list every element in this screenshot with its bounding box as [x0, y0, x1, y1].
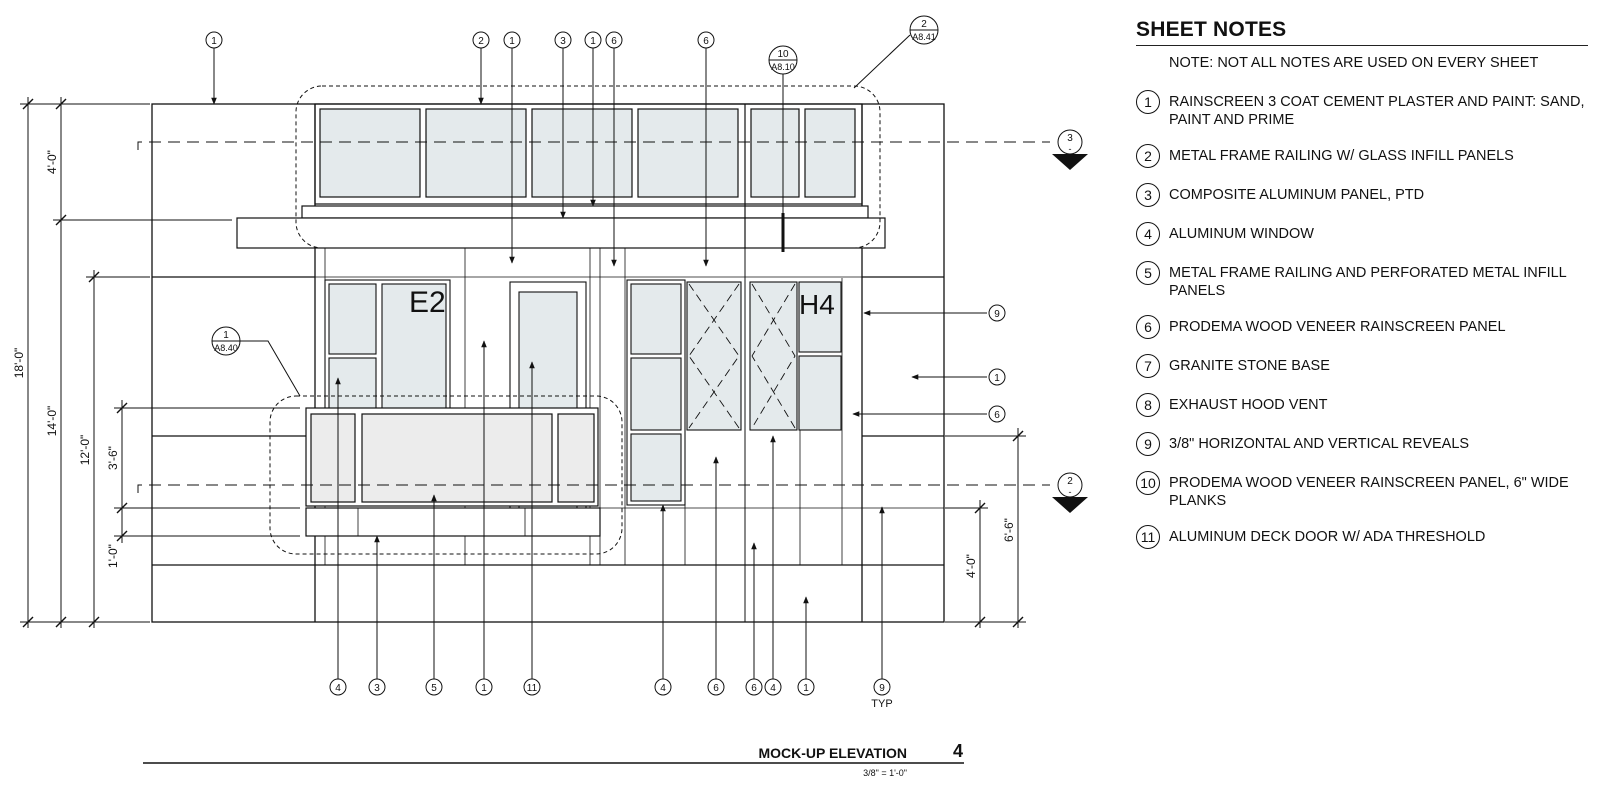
callout-bottom-7: 6: [713, 683, 719, 694]
callout-leaders: [211, 48, 987, 679]
type-label-e2: E2: [409, 286, 446, 319]
dimension-lines: [20, 97, 1026, 628]
callout-bottom-9: 4: [770, 683, 776, 694]
callout-right-1: 1: [994, 373, 1000, 384]
typ-label: TYP: [871, 698, 892, 710]
dim-1ft: 1'-0": [106, 544, 120, 568]
callout-bottom-10: 1: [803, 683, 809, 694]
note-item: 9 3/8" HORIZONTAL AND VERTICAL REVEALS: [1136, 432, 1588, 456]
mockup-elevation-drawing: 3 - 2 - 2 A8.41 10 A8.10 1 A8.40 E2 H4: [12, 15, 1088, 778]
section-lines: [137, 141, 1050, 493]
note-number: 4: [1136, 222, 1160, 246]
drawing-title-block: MOCK-UP ELEVATION 4 3/8" = 1'-0": [143, 741, 964, 778]
section-mark-1-sheet: -: [1069, 144, 1072, 154]
detail-references: 2 A8.41 10 A8.10 1 A8.40: [211, 15, 939, 397]
note-number: 9: [1136, 432, 1160, 456]
dim-6ft6: 6'-6": [1002, 518, 1016, 542]
sheet-notes-list: 1 RAINSCREEN 3 COAT CEMENT PLASTER AND PA…: [1136, 90, 1588, 549]
note-item: 11 ALUMINUM DECK DOOR W/ ADA THRESHOLD: [1136, 525, 1588, 549]
note-item: 4 ALUMINUM WINDOW: [1136, 222, 1588, 246]
dim-4ft-top: 4'-0": [45, 150, 59, 174]
detail-ref-3-num: 1: [223, 330, 229, 341]
dim-3ft6: 3'-6": [106, 446, 120, 470]
note-number: 3: [1136, 183, 1160, 207]
note-number: 11: [1136, 525, 1160, 549]
dim-14ft: 14'-0": [45, 406, 59, 437]
drawing-number: 4: [953, 741, 963, 761]
detail-ref-3-sheet: A8.40: [214, 343, 238, 353]
callout-bottom-4: 1: [481, 683, 487, 694]
note-item: 1 RAINSCREEN 3 COAT CEMENT PLASTER AND PA…: [1136, 90, 1588, 129]
note-item: 10 PRODEMA WOOD VENEER RAINSCREEN PANEL, …: [1136, 471, 1588, 510]
note-number: 7: [1136, 354, 1160, 378]
note-item: 6 PRODEMA WOOD VENEER RAINSCREEN PANEL: [1136, 315, 1588, 339]
note-text: COMPOSITE ALUMINUM PANEL, PTD: [1169, 187, 1425, 203]
note-text: METAL FRAME RAILING W/ GLASS INFILL PANE…: [1169, 148, 1514, 164]
note-item: 3 COMPOSITE ALUMINUM PANEL, PTD: [1136, 183, 1588, 207]
sheet-notes-subnote: NOTE: NOT ALL NOTES ARE USED ON EVERY SH…: [1169, 55, 1539, 71]
callout-top-7: 6: [703, 36, 709, 47]
dimension-labels: 18'-0" 4'-0" 14'-0" 12'-0" 3'-6" 1'-0" 4…: [12, 150, 1016, 578]
dim-4ft-bottom: 4'-0": [964, 554, 978, 578]
sheet-notes-panel: SHEET NOTES NOTE: NOT ALL NOTES ARE USED…: [1136, 18, 1588, 567]
note-number: 10: [1136, 471, 1160, 495]
type-label-h4: H4: [799, 289, 835, 320]
note-number: 1: [1136, 90, 1160, 114]
callout-numbers: 1 2 1 3 1 6 6 4 3 5 1 11 4 6 6 4 1 9 9 1…: [211, 36, 1000, 694]
callout-top-2: 2: [478, 36, 484, 47]
detail-ref-2-sheet: A8.10: [771, 62, 795, 72]
callout-top-4: 3: [560, 36, 566, 47]
section-mark-1-num: 3: [1067, 133, 1073, 144]
type-labels: E2 H4: [409, 286, 835, 320]
callout-bottom-5: 11: [527, 683, 538, 694]
note-item: 7 GRANITE STONE BASE: [1136, 354, 1588, 378]
drawing-title: MOCK-UP ELEVATION: [758, 745, 907, 761]
sheet-notes-title: SHEET NOTES: [1136, 18, 1588, 46]
dimension-ticks: [22, 98, 1024, 628]
enclosure-clouds: [269, 85, 881, 555]
dim-12ft: 12'-0": [78, 435, 92, 466]
note-item: 2 METAL FRAME RAILING W/ GLASS INFILL PAN…: [1136, 144, 1588, 168]
callout-right-9: 9: [994, 309, 1000, 320]
note-number: 6: [1136, 315, 1160, 339]
note-text: ALUMINUM WINDOW: [1169, 226, 1314, 242]
callout-bottom-6: 4: [660, 683, 666, 694]
note-item: 5 METAL FRAME RAILING AND PERFORATED META…: [1136, 261, 1588, 300]
callout-bottom-1: 4: [335, 683, 341, 694]
window-h4: [626, 279, 842, 506]
section-marks: 3 - 2 -: [1052, 129, 1088, 513]
section-mark-2-num: 2: [1067, 476, 1073, 487]
detail-ref-2-num: 10: [777, 49, 789, 60]
note-text: 3/8" HORIZONTAL AND VERTICAL REVEALS: [1169, 436, 1470, 452]
note-text: PRODEMA WOOD VENEER RAINSCREEN PANEL, 6"…: [1169, 475, 1569, 509]
lower-balcony: [305, 407, 601, 537]
note-item: 8 EXHAUST HOOD VENT: [1136, 393, 1588, 417]
callout-bottom-3: 5: [431, 683, 437, 694]
callouts: [205, 31, 1006, 696]
note-text: RAINSCREEN 3 COAT CEMENT PLASTER AND PAI…: [1169, 94, 1585, 128]
detail-ref-1-num: 2: [921, 19, 927, 30]
roof-deck-railing: [236, 103, 886, 252]
note-text: METAL FRAME RAILING AND PERFORATED METAL…: [1169, 265, 1567, 299]
note-number: 5: [1136, 261, 1160, 285]
callout-bottom-2: 3: [374, 683, 380, 694]
callout-bottom-11: 9: [879, 683, 885, 694]
note-number: 2: [1136, 144, 1160, 168]
callout-top-6: 6: [611, 36, 617, 47]
callout-top-5: 1: [590, 36, 596, 47]
section-mark-2-sheet: -: [1069, 487, 1072, 497]
dim-18ft: 18'-0": [12, 348, 26, 379]
note-number: 8: [1136, 393, 1160, 417]
callout-right-6: 6: [994, 410, 1000, 421]
note-text: PRODEMA WOOD VENEER RAINSCREEN PANEL: [1169, 319, 1506, 335]
callout-top-3: 1: [509, 36, 515, 47]
note-text: ALUMINUM DECK DOOR W/ ADA THRESHOLD: [1169, 529, 1486, 545]
callout-bottom-8: 6: [751, 683, 757, 694]
note-text: EXHAUST HOOD VENT: [1169, 397, 1328, 413]
callout-top-1: 1: [211, 36, 217, 47]
detail-ref-1-sheet: A8.41: [912, 32, 936, 42]
drawing-scale: 3/8" = 1'-0": [863, 768, 907, 778]
note-text: GRANITE STONE BASE: [1169, 358, 1330, 374]
